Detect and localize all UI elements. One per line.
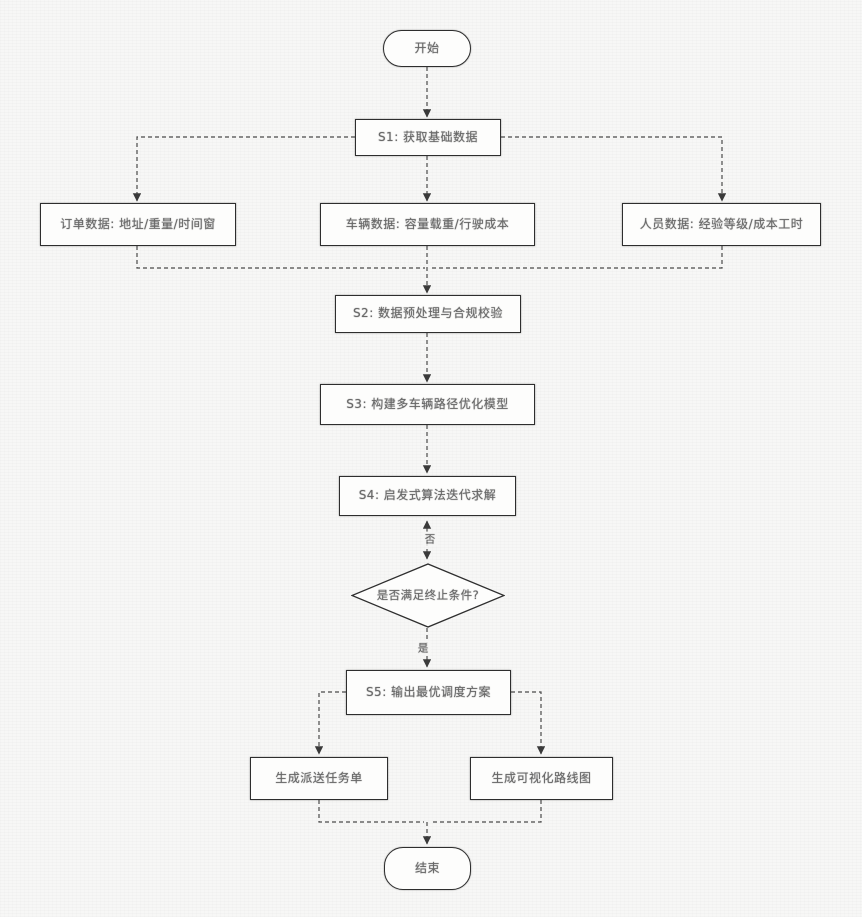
edge-staff-data-merge (429, 246, 723, 269)
node-order-data: 订单数据: 地址/重量/时间窗 (40, 203, 236, 246)
node-vehicle-data-label: 车辆数据: 容量载重/行驶成本 (345, 216, 510, 231)
node-s4-label: S4: 启发式算法迭代求解 (358, 488, 497, 503)
node-start-label: 开始 (414, 40, 440, 55)
node-gen-task-sheet: 生成派送任务单 (250, 757, 388, 800)
node-end: 结束 (384, 847, 471, 890)
node-staff-data: 人员数据: 经验等级/成本工时 (622, 203, 821, 246)
node-s5-label: S5: 输出最优调度方案 (365, 684, 492, 699)
edge-s5-to-route-map (511, 691, 546, 755)
node-s2: S2: 数据预处理与合规校验 (335, 295, 521, 333)
node-gen-task-sheet-label: 生成派送任务单 (275, 770, 363, 785)
node-vehicle-data: 车辆数据: 容量载重/行驶成本 (320, 203, 535, 246)
node-s2-label: S2: 数据预处理与合规校验 (352, 306, 504, 321)
node-s1: S1: 获取基础数据 (355, 119, 501, 156)
node-staff-data-label: 人员数据: 经验等级/成本工时 (639, 216, 804, 231)
node-gen-route-map: 生成可视化路线图 (470, 757, 613, 800)
node-start: 开始 (383, 30, 471, 67)
edge-label-no: 否 (422, 531, 438, 547)
edge-task-sheet-merge (318, 800, 424, 823)
edge-route-map-merge (430, 800, 542, 823)
node-s4: S4: 启发式算法迭代求解 (339, 476, 516, 516)
decision-diamond-shape (351, 563, 505, 628)
node-s3-label: S3: 构建多车辆路径优化模型 (346, 396, 509, 411)
node-order-data-label: 订单数据: 地址/重量/时间窗 (60, 216, 216, 231)
edge-order-data-merge (136, 246, 425, 269)
node-s5: S5: 输出最优调度方案 (346, 670, 511, 715)
edge-s5-to-task-sheet (314, 691, 346, 755)
node-end-label: 结束 (414, 860, 440, 875)
node-gen-route-map-label: 生成可视化路线图 (491, 770, 592, 785)
node-s3: S3: 构建多车辆路径优化模型 (320, 384, 535, 425)
node-decision-label: 是否满足终止条件? (376, 587, 480, 602)
edge-s1-to-staff-data (501, 136, 727, 202)
node-decision: 是否满足终止条件? (351, 563, 505, 628)
edge-s1-to-order-data (132, 136, 355, 202)
edge-label-yes: 是 (415, 640, 431, 656)
node-s1-label: S1: 获取基础数据 (377, 129, 479, 144)
